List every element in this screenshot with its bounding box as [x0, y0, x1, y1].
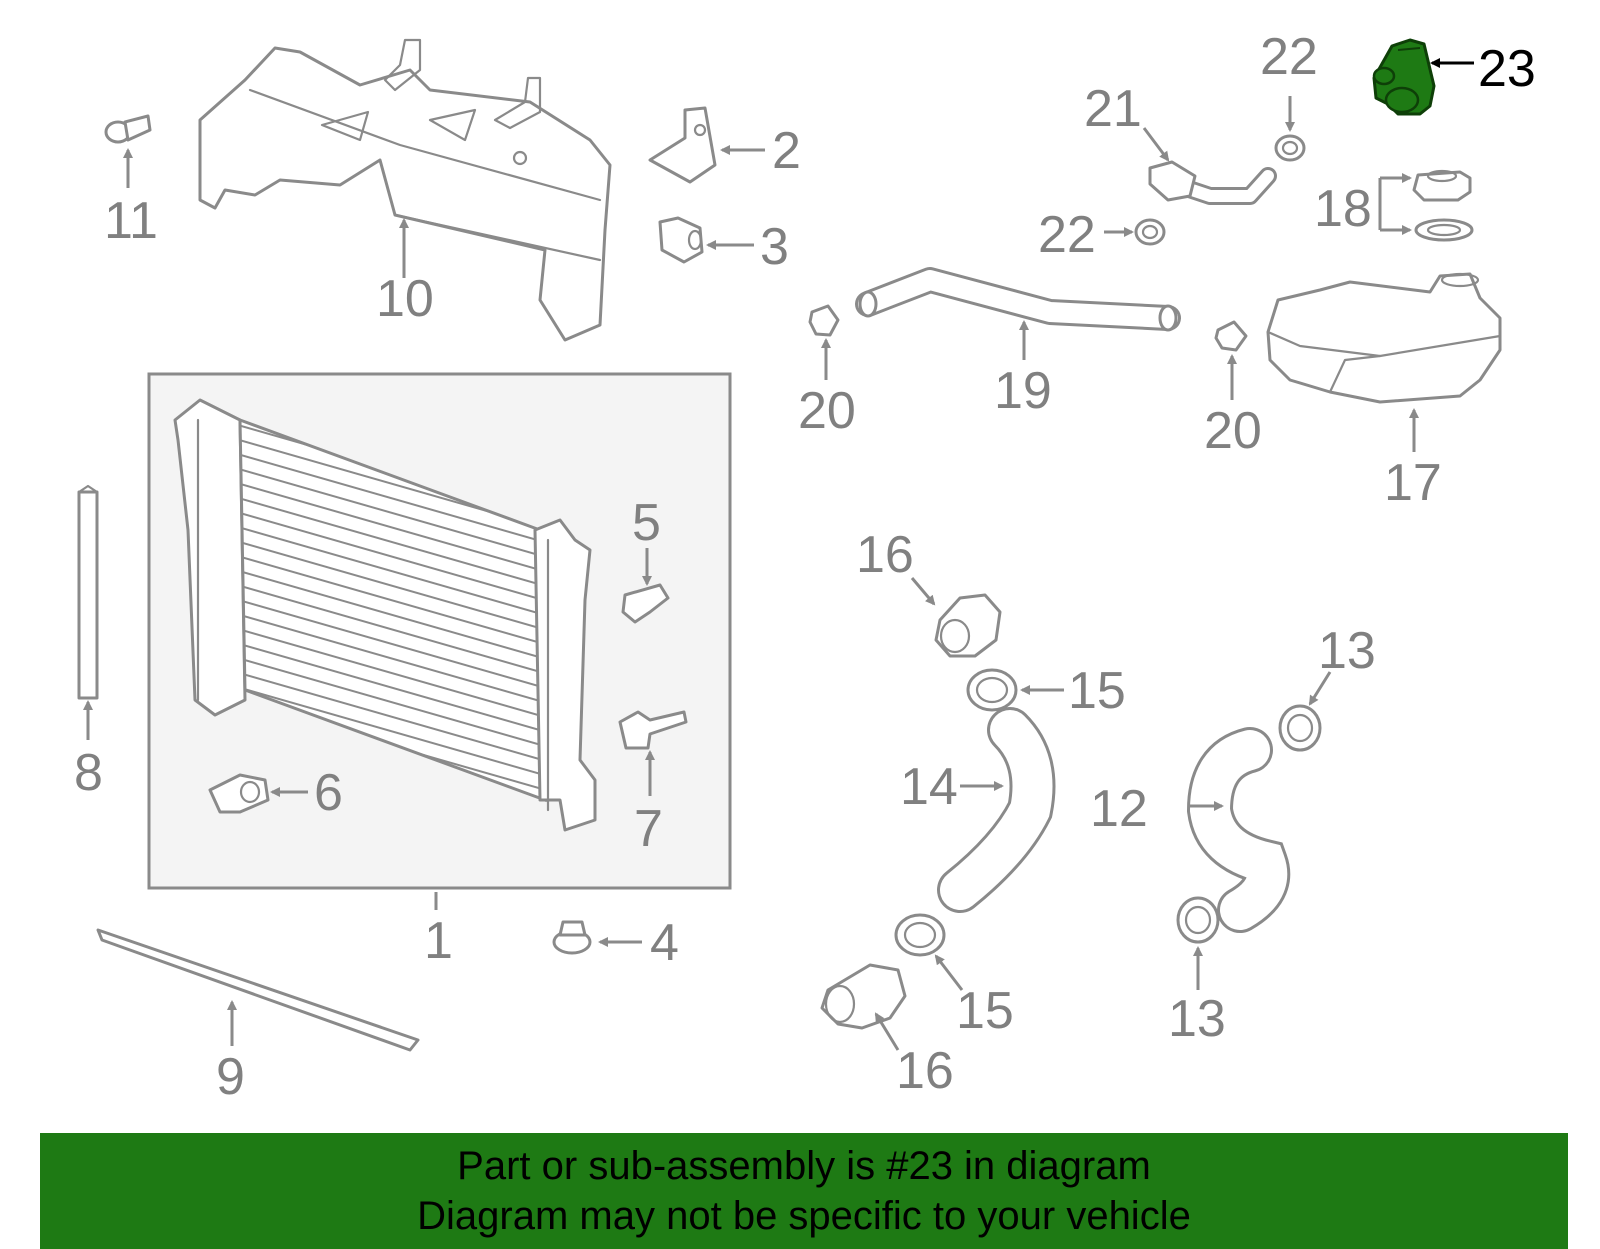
callout-16-upper: 16 [856, 526, 914, 584]
callout-10: 10 [376, 270, 434, 328]
part-22-hose-clamp-upper [1274, 134, 1306, 162]
callout-8: 8 [74, 744, 103, 802]
callout-11: 11 [104, 192, 158, 250]
part-16-hose-connector-upper [934, 593, 1002, 658]
callout-20-left: 20 [798, 382, 856, 440]
callout-16-lower: 16 [896, 1042, 954, 1100]
part-11-push-pin [104, 114, 152, 144]
callout-6: 6 [314, 764, 343, 822]
part-20-hose-clamp-left [808, 304, 840, 337]
callout-23: 23 [1478, 40, 1536, 98]
callout-21: 21 [1084, 80, 1142, 138]
banner-line-disclaimer: Diagram may not be specific to your vehi… [417, 1194, 1191, 1238]
callout-14: 14 [900, 758, 958, 816]
callout-15-lower: 15 [956, 982, 1014, 1040]
part-16-hose-connector-lower [820, 963, 907, 1030]
callout-22-lower: 22 [1038, 206, 1096, 264]
leader-lines [83, 58, 1474, 1051]
part-23-highlighted-part[interactable] [1372, 38, 1436, 116]
part-3-insulator [658, 216, 704, 264]
part-4-clip [552, 920, 592, 955]
exploded-parts-diagram: 11 10 2 3 5 6 7 8 1 4 9 20 19 20 17 18 2… [74, 28, 1536, 1106]
callout-15-upper: 15 [1068, 662, 1126, 720]
part-18-reservoir-cap [1412, 169, 1474, 242]
part-10-air-baffle [198, 38, 612, 342]
callout-19: 19 [994, 362, 1052, 420]
part-13-clamp-upper [1278, 704, 1322, 752]
callout-22-upper: 22 [1260, 28, 1318, 86]
callout-17: 17 [1384, 454, 1442, 512]
callout-5: 5 [632, 494, 661, 552]
callout-labels: 11 10 2 3 5 6 7 8 1 4 9 20 19 20 17 18 2… [74, 28, 1536, 1106]
highlight-notice-banner: Part or sub-assembly is #23 in diagram D… [40, 1133, 1568, 1249]
part-15-clamp-lower [894, 913, 946, 957]
part-14-radiator-hose [937, 707, 1056, 913]
part-5-sensor [621, 583, 670, 624]
callout-9: 9 [216, 1048, 245, 1106]
callout-18: 18 [1314, 180, 1372, 238]
banner-line-part-number: Part or sub-assembly is #23 in diagram [457, 1144, 1151, 1188]
part-1-radiator-assembly [147, 372, 732, 890]
part-15-clamp-upper [966, 668, 1018, 712]
callout-7: 7 [634, 800, 663, 858]
part-2-bracket [648, 106, 717, 184]
part-22-hose-clamp-lower [1134, 218, 1166, 246]
callout-13-lower: 13 [1168, 990, 1226, 1048]
part-19-overflow-hose [855, 267, 1181, 332]
part-8-side-seal [77, 484, 99, 700]
callout-2: 2 [772, 122, 801, 180]
callout-1: 1 [424, 912, 453, 970]
part-13-clamp-lower [1176, 896, 1220, 944]
callout-3: 3 [760, 218, 789, 276]
part-6-drain-plug [208, 773, 270, 814]
callout-20-right: 20 [1204, 402, 1262, 460]
callout-13-upper: 13 [1318, 622, 1376, 680]
part-21-hose [1148, 160, 1277, 205]
callout-12: 12 [1090, 780, 1148, 838]
part-9-lower-seal [96, 928, 420, 1052]
callout-4: 4 [650, 914, 679, 972]
part-7-sensor [618, 710, 688, 750]
part-20-hose-clamp-right [1214, 320, 1248, 352]
part-17-coolant-reservoir [1266, 272, 1502, 404]
part-12-radiator-hose [1186, 727, 1291, 933]
